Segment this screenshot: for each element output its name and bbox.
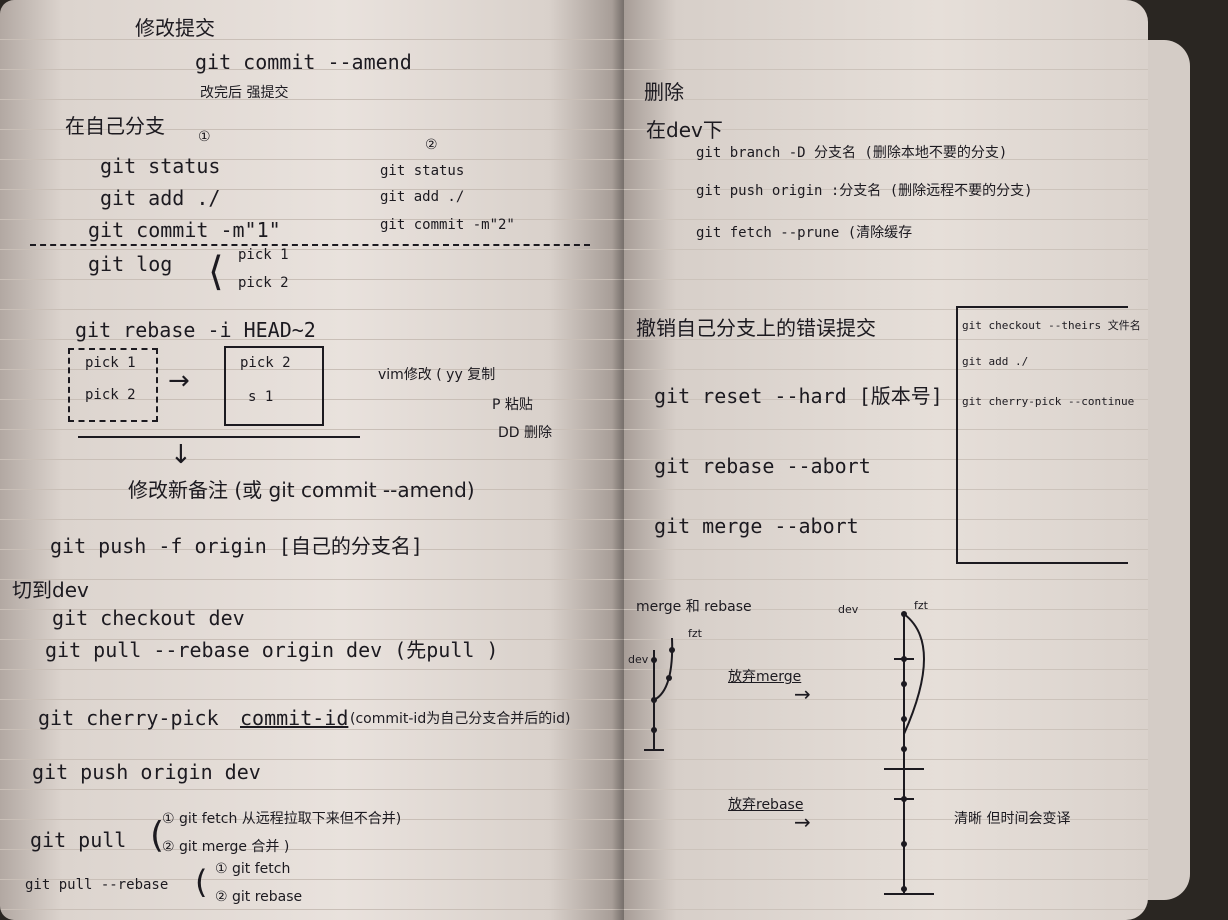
rebase-label-dev: dev	[838, 603, 859, 616]
rebase-underline	[78, 436, 360, 438]
delete-cmd-3: git fetch --prune (清除缓存	[696, 225, 913, 241]
rebase-label-fzt: fzt	[914, 599, 928, 612]
checkout-cmd: git checkout dev	[52, 606, 245, 630]
step-number-1: ①	[198, 129, 211, 145]
heading-amend: 修改提交	[135, 16, 215, 40]
vim-note-3: DD 删除	[498, 425, 553, 441]
pull-rebase-brace: (	[195, 863, 208, 901]
rebase-before-1: pick 1	[85, 355, 136, 371]
rebase-after-2: s 1	[248, 389, 274, 405]
right-notebook-page: 删除 在dev下 git branch -D 分支名 (删除本地不要的分支) g…	[624, 0, 1148, 920]
rebase-arrow: →	[168, 366, 190, 396]
cherry-pick-cmd: git cherry-pick	[38, 706, 219, 730]
col2-line-3: git commit -m"2"	[380, 217, 515, 233]
col2-line-1: git status	[380, 163, 465, 179]
undo-cmd-1: git reset --hard [版本号]	[654, 384, 943, 408]
undo-cmd-2: git rebase --abort	[654, 454, 871, 478]
rebase-after-box	[224, 346, 324, 426]
col1-line-1: git status	[100, 154, 221, 178]
log-cmd: git log	[88, 252, 173, 276]
cherry-pick-note: (commit-id为自己分支合并后的id)	[350, 711, 571, 727]
step-number-2: ②	[425, 137, 438, 153]
merge-label-dev: dev	[628, 653, 649, 666]
vim-note-1: vim修改 ( yy 复制	[378, 367, 496, 383]
rebase-caption-arrow: →	[794, 810, 811, 834]
down-arrow: ↓	[170, 440, 192, 470]
heading-undo: 撤销自己分支上的错误提交	[636, 316, 876, 340]
pull-rebase-step-2: ② git rebase	[215, 889, 303, 905]
merge-caption: 放弃merge	[728, 669, 802, 685]
pull-rebase-cmd: git pull --rebase origin dev (先pull )	[45, 638, 499, 662]
heading-merge-rebase: merge 和 rebase	[636, 599, 752, 615]
side-box-line-1: git checkout --theirs 文件名	[962, 319, 1141, 332]
push-cmd: git push origin dev	[32, 760, 261, 784]
heading-in-dev: 在dev下	[646, 118, 723, 142]
col1-line-2: git add ./	[100, 186, 221, 210]
merge-graph	[644, 637, 675, 751]
side-box-line-3: git cherry-pick --continue	[962, 395, 1135, 408]
undo-cmd-3: git merge --abort	[654, 514, 859, 538]
merge-label-fzt: fzt	[688, 627, 702, 640]
heading-own-branch: 在自己分支	[65, 114, 165, 138]
merge-caption-arrow: →	[794, 682, 811, 706]
note-amend: 改完后 强提交	[200, 85, 289, 101]
cherry-pick-arg: commit-id	[240, 706, 349, 730]
delete-cmd-2: git push origin :分支名 (删除远程不要的分支)	[696, 183, 1033, 199]
col2-line-2: git add ./	[380, 189, 465, 205]
rebase-before-box	[68, 348, 158, 422]
edit-note: 修改新备注 (或 git commit --amend)	[128, 478, 475, 502]
delete-cmd-1: git branch -D 分支名 (删除本地不要的分支)	[696, 145, 1008, 161]
push-force-cmd: git push -f origin [自己的分支名]	[50, 534, 423, 558]
left-notebook-page: 修改提交 git commit --amend 改完后 强提交 在自己分支 ① …	[0, 0, 624, 920]
log-pick-1: pick 1	[238, 247, 289, 263]
conflict-side-box	[956, 306, 1128, 564]
pull-rebase-step-1: ① git fetch	[215, 861, 291, 877]
vim-note-2: P 粘贴	[492, 397, 533, 413]
rebase-before-2: pick 2	[85, 387, 136, 403]
pull-label: git pull	[30, 828, 127, 852]
pull-rebase-label: git pull --rebase	[25, 877, 169, 893]
rebase-cmd: git rebase -i HEAD~2	[75, 318, 316, 342]
log-pick-2: pick 2	[238, 275, 289, 291]
rebase-caption: 放弃rebase	[728, 797, 804, 813]
rebase-after-1: pick 2	[240, 355, 291, 371]
cmd-amend: git commit --amend	[195, 50, 412, 74]
heading-delete: 删除	[644, 80, 684, 104]
rebase-graph	[884, 611, 934, 895]
pull-step-2: ② git merge 合并 )	[162, 839, 290, 855]
heading-switch-dev: 切到dev	[12, 578, 89, 602]
rebase-note: 清晰 但时间会变译	[954, 811, 1071, 827]
pull-brace: (	[150, 815, 165, 856]
side-box-line-2: git add ./	[962, 355, 1029, 368]
separator-dashed	[30, 244, 590, 246]
col1-line-3: git commit -m"1"	[88, 218, 281, 242]
pull-step-1: ① git fetch 从远程拉取下来但不合并)	[162, 811, 402, 827]
log-brace: ⟨	[208, 249, 224, 295]
